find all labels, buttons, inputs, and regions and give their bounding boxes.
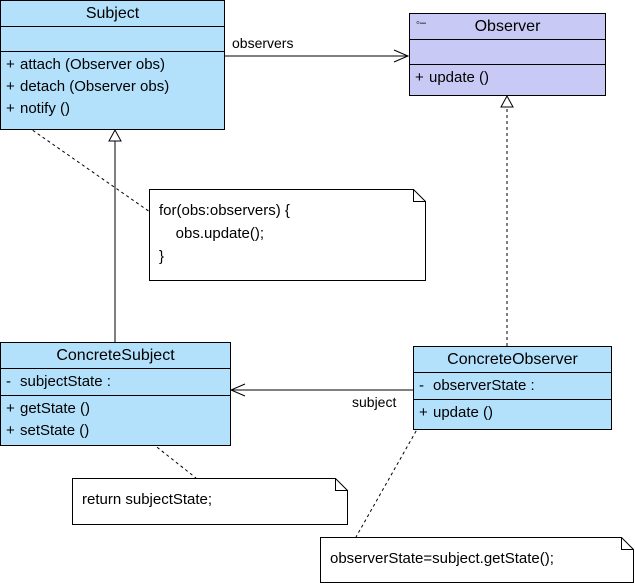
realization-concreteobserver-triangle bbox=[500, 94, 514, 108]
operation-setstate: +setState () bbox=[6, 422, 90, 439]
class-concreteobserver-operations: +update () bbox=[414, 400, 611, 426]
note-anchor-update bbox=[355, 409, 429, 538]
class-observer-operations: +update () bbox=[410, 65, 605, 91]
note-update-frame bbox=[320, 537, 634, 583]
class-concreteobserver-name: ConcreteObserver bbox=[414, 347, 611, 373]
operation-detach: +detach (Observer obs) bbox=[6, 78, 170, 95]
class-subject-attributes bbox=[1, 27, 224, 52]
interface-icon: ◦– bbox=[416, 17, 427, 29]
note-getstate[interactable]: return subjectState; bbox=[72, 478, 348, 525]
operation-update-concrete: +update () bbox=[419, 404, 494, 421]
class-observer-attributes bbox=[410, 40, 605, 65]
generalization-concretesubject-triangle bbox=[108, 128, 122, 142]
class-observer[interactable]: ◦– Observer +update () bbox=[409, 13, 606, 96]
class-concretesubject-attributes: -subjectState : bbox=[1, 369, 230, 396]
attribute-subjectstate: -subjectState : bbox=[6, 373, 111, 390]
operation-attach: +attach (Observer obs) bbox=[6, 56, 166, 73]
operation-getstate: +getState () bbox=[6, 400, 91, 417]
note-anchor-notify bbox=[17, 119, 151, 213]
association-observers-label: observers bbox=[232, 35, 294, 51]
note-getstate-frame bbox=[72, 478, 348, 525]
class-concretesubject-name: ConcreteSubject bbox=[1, 343, 230, 369]
note-update-text: observerState=subject.getState(); bbox=[330, 550, 554, 567]
class-concretesubject[interactable]: ConcreteSubject -subjectState : +getStat… bbox=[0, 342, 231, 446]
association-observers-arrowhead bbox=[393, 49, 410, 63]
note-notify[interactable]: for(obs:observers) { obs.update(); } bbox=[149, 189, 426, 281]
operation-notify: +notify () bbox=[6, 100, 71, 117]
note-getstate-text: return subjectState; bbox=[82, 491, 213, 508]
note-notify-frame bbox=[149, 189, 426, 281]
note-notify-text: for(obs:observers) { obs.update(); } bbox=[159, 202, 290, 265]
class-concreteobserver[interactable]: ConcreteObserver -observerState : +updat… bbox=[413, 346, 612, 430]
association-subject-arrowhead bbox=[229, 383, 246, 397]
class-subject[interactable]: Subject +attach (Observer obs) +detach (… bbox=[0, 0, 225, 130]
class-subject-operations: +attach (Observer obs) +detach (Observer… bbox=[1, 52, 224, 122]
class-concreteobserver-attributes: -observerState : bbox=[414, 373, 611, 400]
note-update[interactable]: observerState=subject.getState(); bbox=[320, 537, 634, 583]
class-observer-name: Observer bbox=[474, 18, 541, 35]
class-concretesubject-operations: +getState () +setState () bbox=[1, 396, 230, 444]
class-subject-name: Subject bbox=[1, 1, 224, 27]
attribute-observerstate: -observerState : bbox=[419, 377, 535, 394]
association-subject-label: subject bbox=[352, 394, 397, 410]
operation-update: +update () bbox=[415, 69, 490, 86]
